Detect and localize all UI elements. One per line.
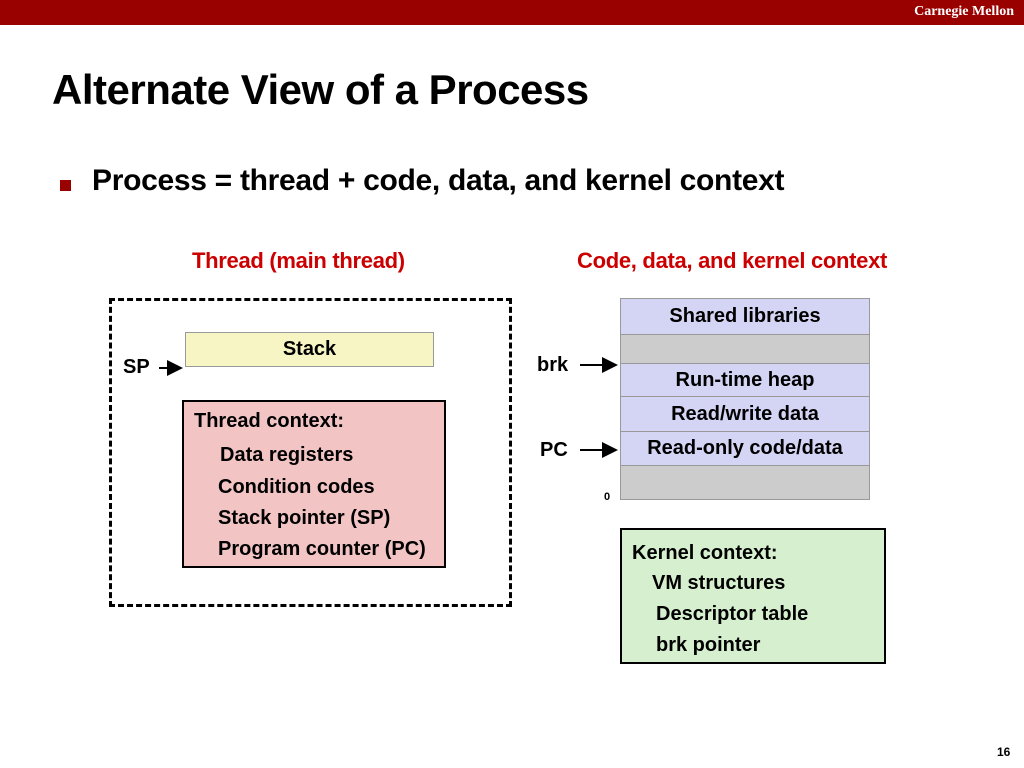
memory-heading: Code, data, and kernel context (577, 248, 888, 273)
slide-title: Alternate View of a Process (52, 66, 589, 113)
pc-label: PC (540, 439, 568, 461)
segment-shared-libraries: Shared libraries (620, 298, 870, 335)
thread-context-box: Thread context: Data registers Condition… (182, 400, 446, 568)
kernel-context-title: Kernel context: (632, 542, 778, 564)
thread-dashed-boundary (109, 298, 512, 607)
thread-context-item: Program counter (PC) (218, 538, 426, 560)
brand-logo-text: Carnegie Mellon (914, 4, 1014, 19)
thread-context-item: Condition codes (218, 476, 375, 498)
brk-label: brk (537, 354, 569, 376)
address-zero-label: 0 (604, 491, 611, 503)
segment-gap (620, 334, 870, 364)
segment-read-write-data: Read/write data (620, 396, 870, 432)
thread-context-item: Data registers (220, 444, 354, 466)
kernel-context-item: VM structures (652, 572, 786, 594)
kernel-context-item: brk pointer (656, 634, 761, 656)
segment-run-time-heap: Run-time heap (620, 363, 870, 397)
segment-bottom-gap (620, 465, 870, 500)
stack-box: Stack (185, 332, 434, 367)
thread-context-title: Thread context: (194, 410, 345, 432)
kernel-context-box: Kernel context: VM structures Descriptor… (620, 528, 886, 664)
bullet-square-icon (60, 180, 71, 191)
header-bar (0, 0, 1024, 25)
thread-heading: Thread (main thread) (192, 248, 405, 273)
bullet-text: Process = thread + code, data, and kerne… (92, 164, 785, 197)
thread-context-item: Stack pointer (SP) (218, 507, 391, 529)
sp-label: SP (123, 356, 150, 378)
kernel-context-item: Descriptor table (656, 603, 809, 625)
page-number: 16 (997, 745, 1011, 759)
